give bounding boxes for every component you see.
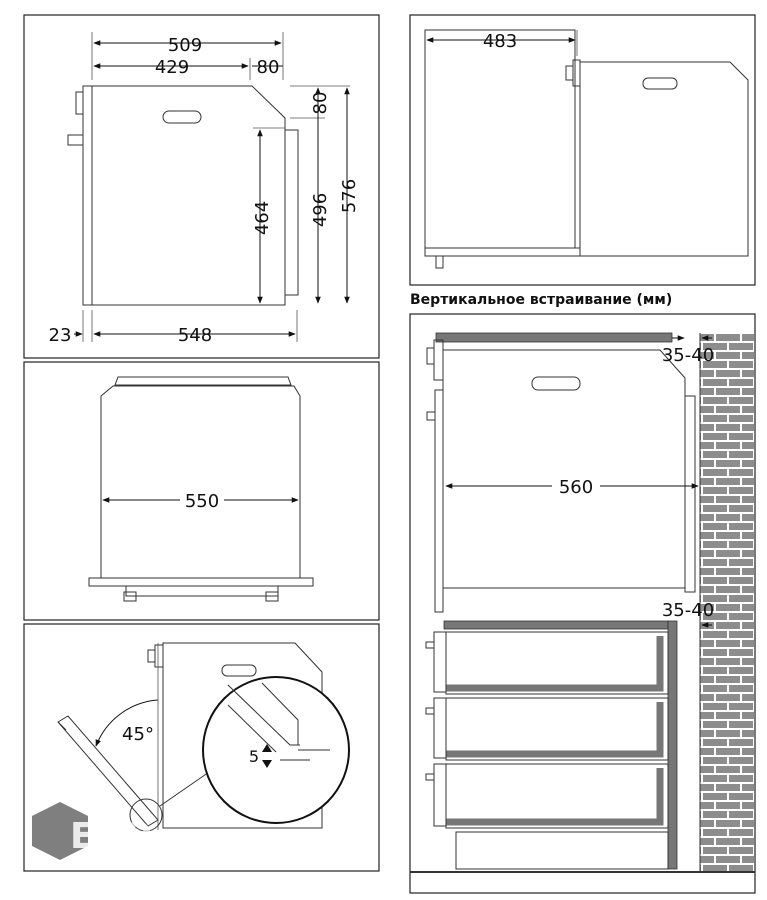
dim-80-horizontal: 80: [257, 57, 280, 78]
hexagon-icon: [32, 802, 88, 860]
dim-496: 496: [310, 193, 331, 227]
dim-509: 509: [168, 35, 202, 56]
logo-text: EVO: [70, 816, 152, 857]
panel-depth-483: 483: [409, 14, 756, 286]
drawer-3: [425, 763, 669, 829]
panel-side-dimensions: 509 429 80 80 464 496 576 23 548: [23, 14, 380, 359]
gap-bottom: 35-40: [662, 600, 714, 621]
dim-548: 548: [178, 325, 212, 346]
dim-576: 576: [339, 179, 360, 213]
drawer-2: [425, 697, 669, 761]
vertical-section-title: Вертикальное встраивание (мм): [410, 292, 672, 308]
dim-483: 483: [483, 31, 517, 52]
dim-464: 464: [252, 201, 273, 235]
dim-550: 550: [185, 491, 219, 512]
panel-door-angle: 45° 5: [23, 623, 380, 872]
drawer-1: [425, 631, 669, 695]
gap-top: 35-40: [662, 345, 714, 366]
brick-wall: [700, 333, 754, 873]
dim-80-vertical: 80: [310, 92, 331, 115]
angle-45: 45°: [122, 724, 154, 745]
dim-5: 5: [249, 747, 259, 766]
dim-560: 560: [559, 477, 593, 498]
watermark-logo: EVO: [32, 802, 152, 860]
dim-23: 23: [49, 325, 72, 346]
panel-vertical-installation: 560 35-40 35-40: [409, 313, 756, 894]
panel-front-width: 550: [23, 361, 380, 621]
dim-429: 429: [155, 57, 189, 78]
